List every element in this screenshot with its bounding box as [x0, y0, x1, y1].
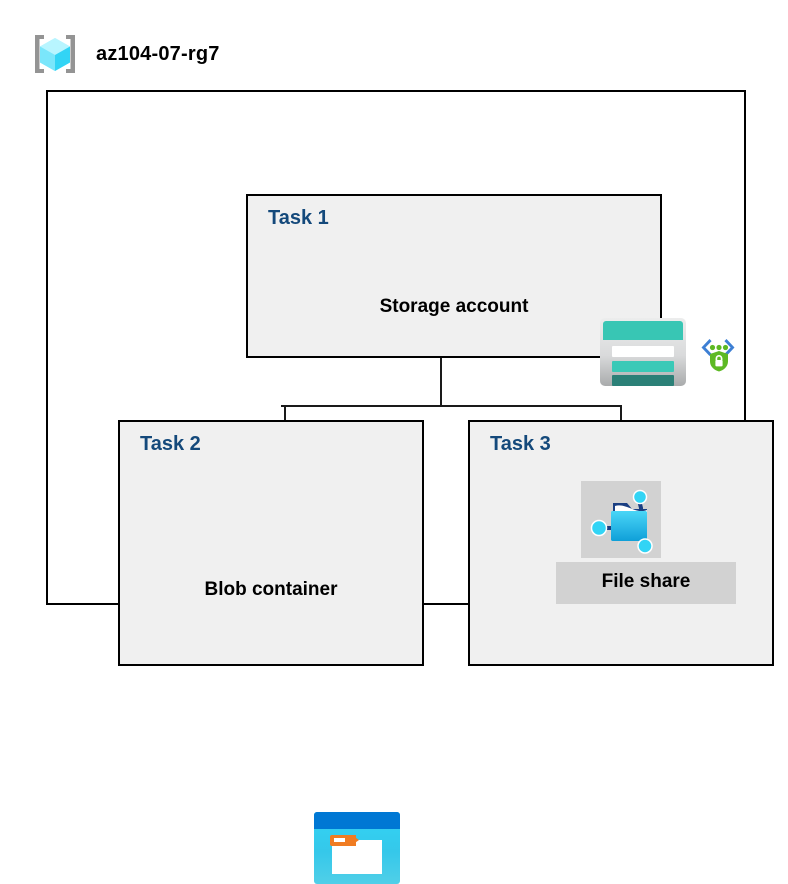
- task-2-label: Task 2: [140, 433, 201, 455]
- connector-branch-bar: [281, 405, 622, 407]
- storage-account-icon: [600, 318, 686, 386]
- file-share-label-selection-highlight: [556, 562, 736, 604]
- connector-storage-to-branch: [440, 358, 442, 406]
- storage-account-caption: Storage account: [379, 296, 529, 317]
- resource-group-container: Task 1: [46, 90, 774, 884]
- resource-group-header: az104-07-rg7: [30, 26, 330, 82]
- file-share-icon: [589, 484, 661, 556]
- blob-container-caption: Blob container: [204, 579, 338, 600]
- file-share-caption: File share: [601, 571, 691, 592]
- task-1-label: Task 1: [268, 207, 329, 229]
- task-3-label: Task 3: [490, 433, 551, 455]
- task-3-box[interactable]: Task 3: [468, 420, 774, 666]
- secure-api-shield-icon: [695, 330, 741, 376]
- resource-group-icon: [30, 29, 80, 79]
- blob-container-icon: [314, 812, 400, 884]
- task-2-box[interactable]: Task 2 Blob container: [118, 420, 424, 884]
- resource-group-name: az104-07-rg7: [96, 42, 220, 65]
- task-1-box[interactable]: Task 1: [246, 194, 741, 386]
